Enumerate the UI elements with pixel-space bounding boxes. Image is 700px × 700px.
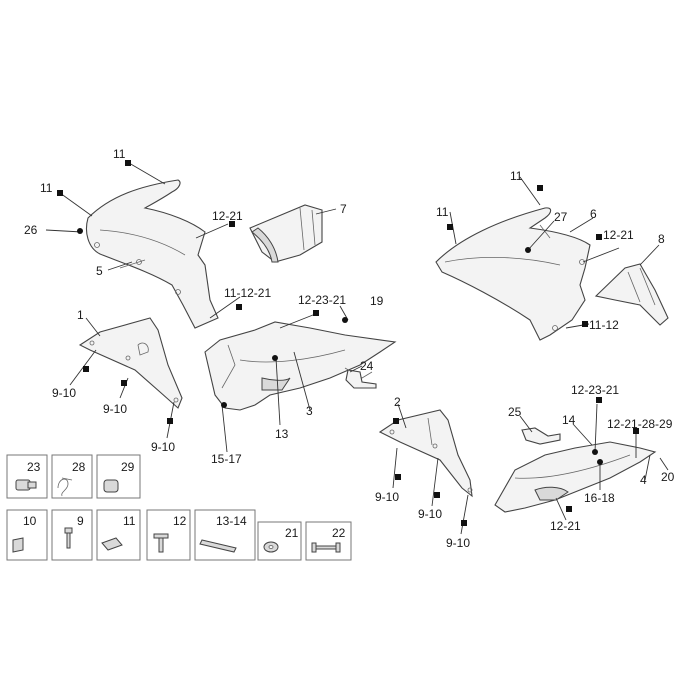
callout-12-23-21-left: 12-23-21 [298, 293, 346, 307]
legend-label-10: 10 [23, 514, 37, 528]
callout-9-10-f: 9-10 [446, 536, 470, 550]
legend-box-11: 11 [96, 509, 141, 561]
callout-5: 5 [96, 264, 103, 278]
callout-12-21-28-29: 12-21-28-29 [607, 417, 673, 431]
callout-12-21-right: 12-21 [603, 228, 634, 242]
marker-squares [57, 160, 639, 526]
callout-25: 25 [508, 405, 522, 419]
callout-labels: 11 11 26 12-21 5 7 11-12-21 1 9-10 9-10 … [24, 147, 675, 550]
air-duct-left [249, 204, 323, 263]
legend-label-22: 22 [332, 526, 346, 540]
legend-label-11: 11 [123, 514, 136, 528]
callout-26: 26 [24, 223, 38, 237]
callout-11-top-right: 11 [510, 169, 523, 183]
callout-12-21-bottom: 12-21 [550, 519, 581, 533]
callout-27: 27 [554, 210, 568, 224]
callout-9-10-b: 9-10 [103, 402, 127, 416]
legend-box-13-14: 13-14 [194, 509, 256, 561]
legend-label-9: 9 [77, 514, 84, 528]
legend-label-21: 21 [285, 526, 299, 540]
bracket-24 [345, 369, 377, 389]
callout-9-10-d: 9-10 [375, 490, 399, 504]
callout-24: 24 [360, 359, 374, 373]
callout-2: 2 [394, 395, 401, 409]
callout-16-18: 16-18 [584, 491, 615, 505]
air-duct-right [594, 263, 669, 326]
legend-box-28: 28 [51, 454, 93, 499]
callout-11-12-21: 11-12-21 [224, 286, 271, 300]
callout-3: 3 [306, 404, 313, 418]
legend-box-12: 12 [146, 509, 191, 561]
legend-label-13-14: 13-14 [216, 514, 247, 528]
callout-4: 4 [640, 473, 647, 487]
callout-19: 19 [370, 294, 384, 308]
callout-7: 7 [340, 202, 347, 216]
callout-9-10-a: 9-10 [52, 386, 76, 400]
legend-box-9: 9 [51, 509, 93, 561]
callout-12-21-left: 12-21 [212, 209, 243, 223]
callout-9-10-e: 9-10 [418, 507, 442, 521]
callout-11-left: 11 [40, 181, 53, 195]
callout-8: 8 [658, 232, 665, 246]
legend-box-23: 23 [6, 454, 48, 499]
right-upper-fairing [435, 207, 591, 341]
callout-13: 13 [275, 427, 289, 441]
center-lower-belly [204, 321, 397, 411]
callout-15-17: 15-17 [211, 452, 242, 466]
legend-box-29: 29 [96, 454, 141, 499]
callout-11-top-left: 11 [113, 147, 126, 161]
right-lower-belly [494, 441, 657, 513]
callout-12-23-21-right: 12-23-21 [571, 383, 619, 397]
hardware-legend: 23 28 29 10 9 11 [6, 454, 352, 561]
legend-box-10: 10 [6, 509, 48, 561]
legend-box-21: 21 [257, 521, 302, 561]
legend-label-28: 28 [72, 460, 86, 474]
callout-1: 1 [77, 308, 84, 322]
legend-label-12: 12 [173, 514, 187, 528]
legend-label-29: 29 [121, 460, 135, 474]
right-side-panel [378, 409, 473, 498]
legend-box-22: 22 [305, 521, 352, 561]
callout-6: 6 [590, 207, 597, 221]
left-side-panel [78, 317, 183, 409]
callout-14: 14 [562, 413, 576, 427]
legend-label-23: 23 [27, 460, 41, 474]
callout-11-right: 11 [436, 205, 449, 219]
bracket-25 [521, 427, 561, 445]
callout-20: 20 [661, 470, 675, 484]
callout-11-12: 11-12 [589, 318, 619, 332]
left-upper-fairing [85, 179, 219, 329]
callout-9-10-c: 9-10 [151, 440, 175, 454]
